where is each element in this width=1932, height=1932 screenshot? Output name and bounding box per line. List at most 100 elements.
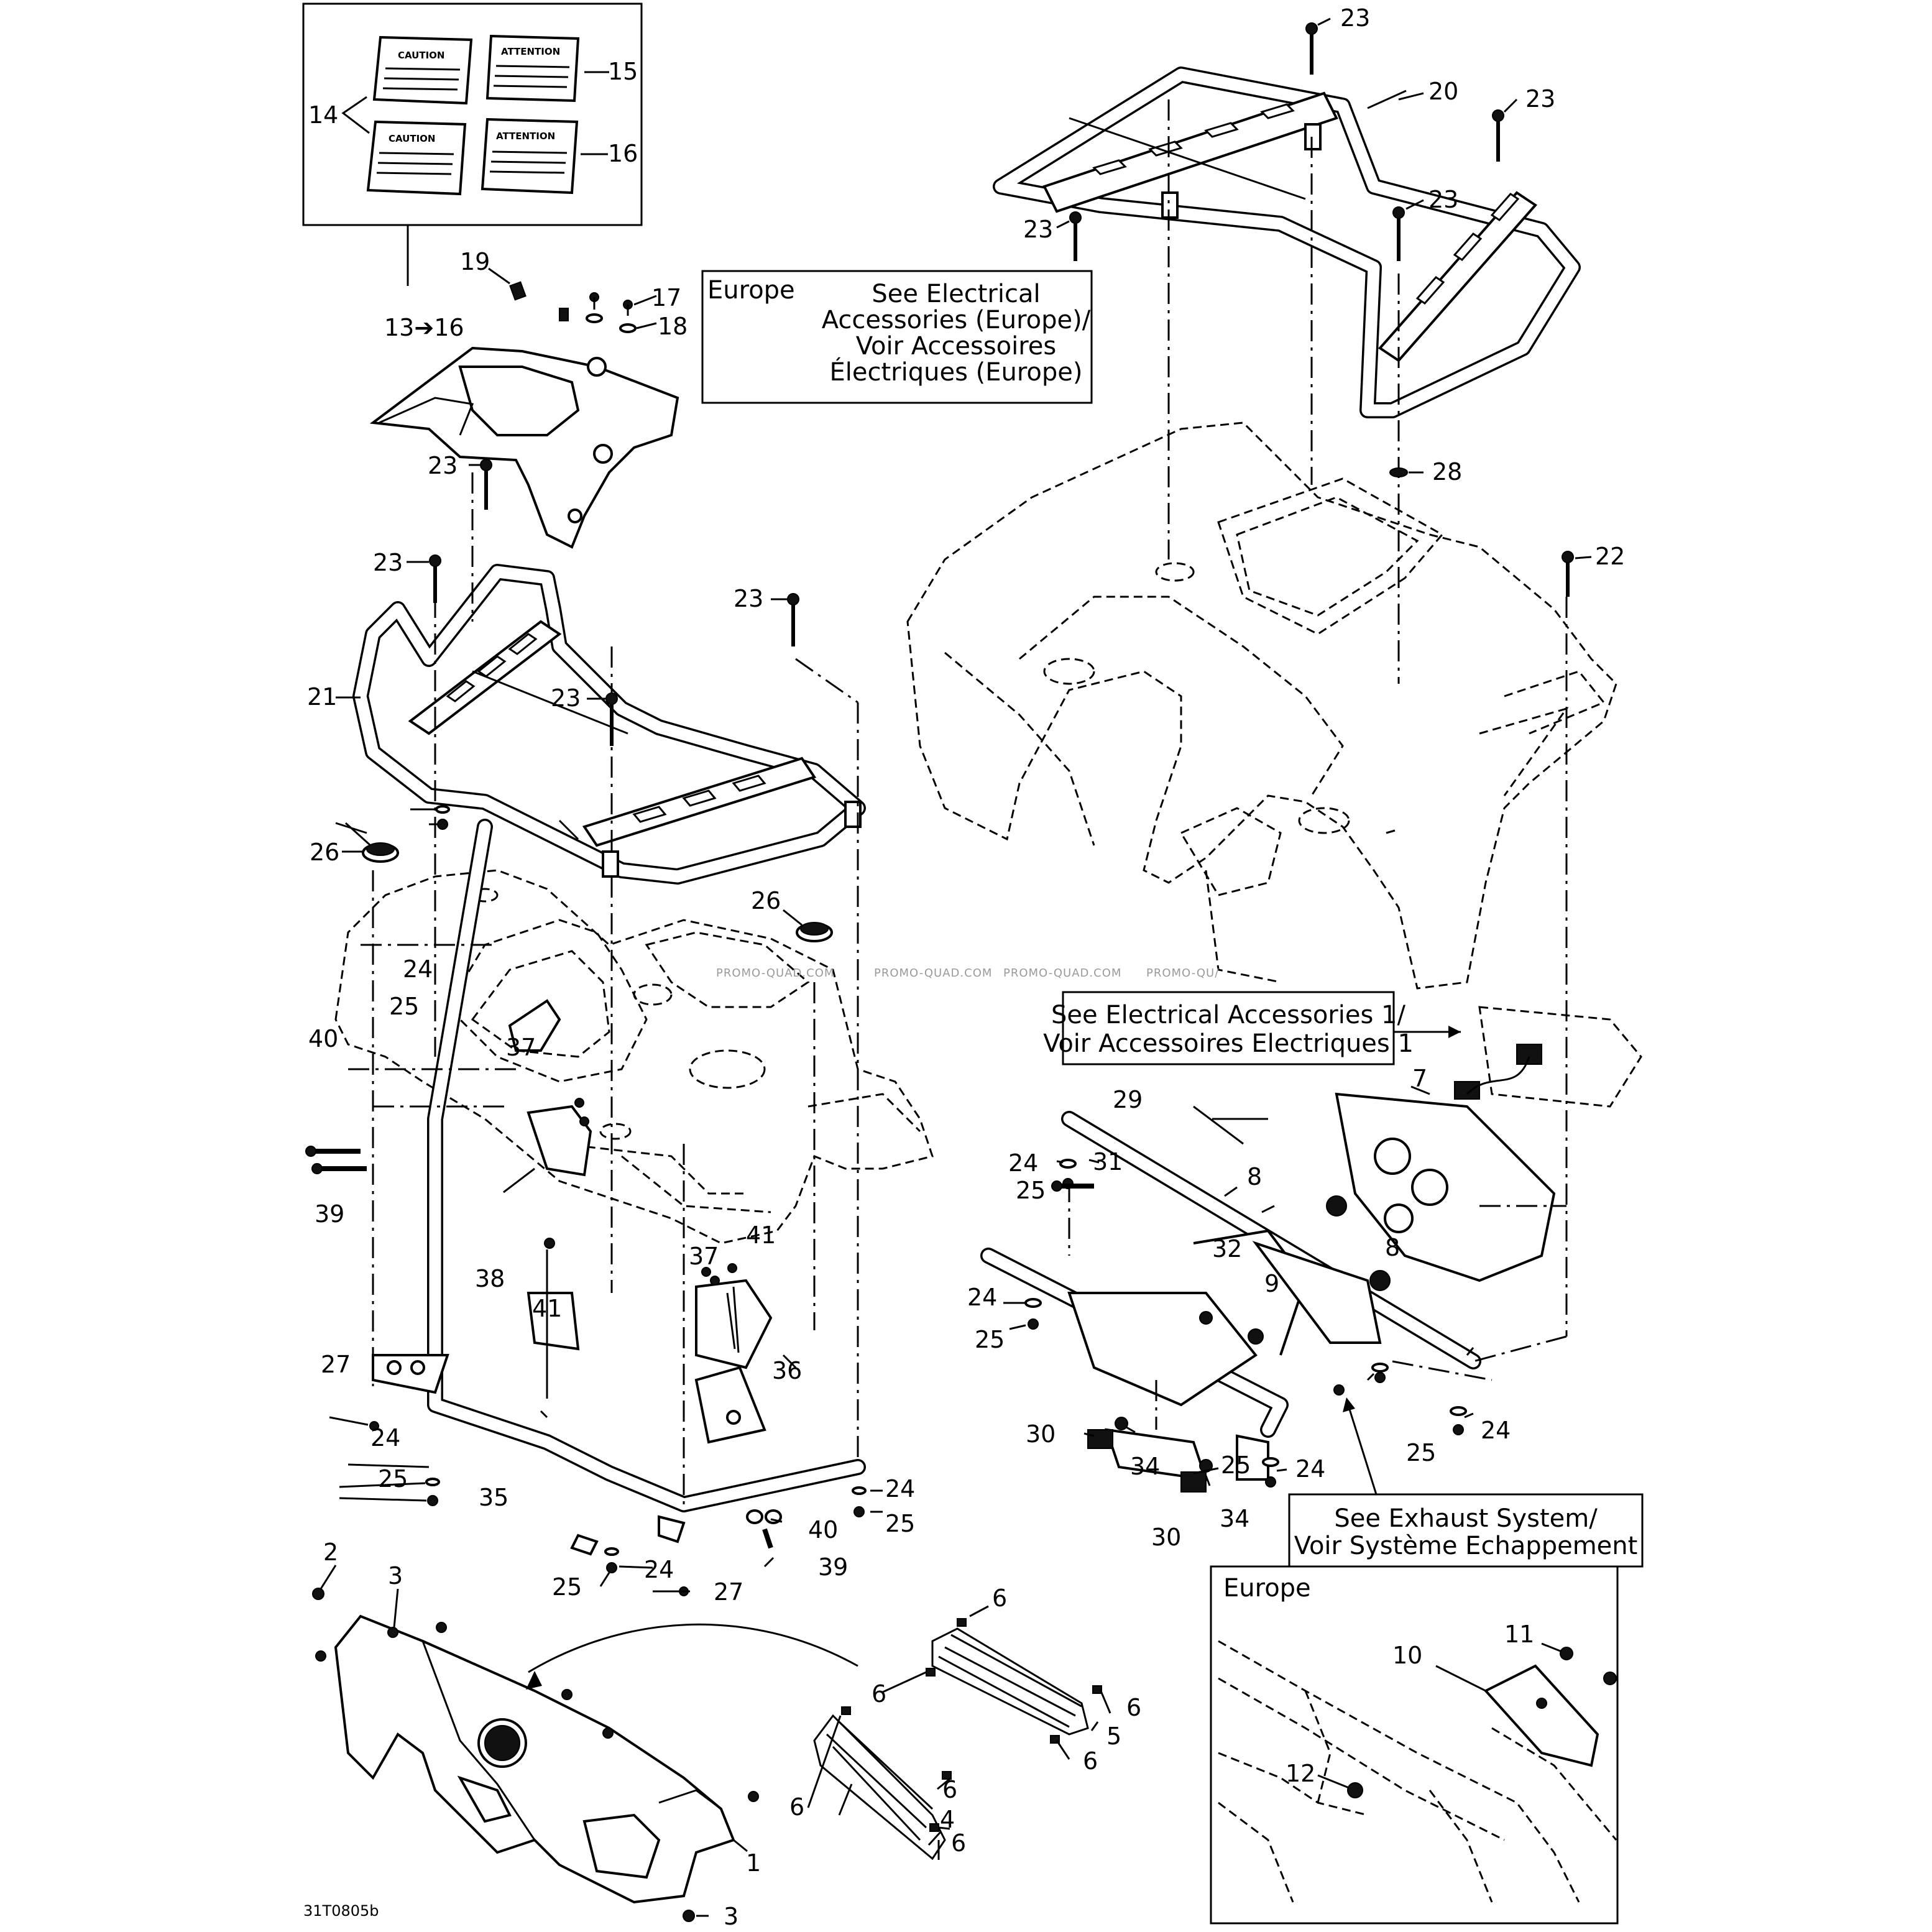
callout-25: 25 (975, 1326, 1005, 1353)
callout-5: 5 (1106, 1723, 1121, 1750)
callout-13-16: 13➔16 (384, 314, 464, 341)
grommet-26-right (796, 922, 833, 942)
bolt-23-front-left (429, 554, 441, 603)
callout-6: 6 (951, 1829, 966, 1857)
callout-11: 11 (1504, 1621, 1534, 1648)
callout-6: 6 (872, 1680, 886, 1708)
decal-set: CAUTION ATTENTION CAUTION ATTENTION (302, 2, 643, 286)
drawing-code: 31T0805b (303, 1902, 379, 1920)
tail-light (1326, 1006, 1642, 1291)
callout-27: 27 (321, 1351, 351, 1378)
decal-text-lines (376, 65, 570, 175)
callout-25: 25 (1016, 1177, 1046, 1204)
svg-text:ATTENTION: ATTENTION (496, 131, 555, 142)
license-plate-bracket (1483, 1664, 1599, 1767)
callout-24: 24 (403, 955, 433, 983)
callout-34: 34 (1130, 1453, 1160, 1480)
decal-attention-bottom: ATTENTION (481, 117, 579, 195)
bolt-23-rack-mid (1392, 206, 1405, 261)
alignment-lines (348, 99, 1568, 1504)
callout-23: 23 (1428, 186, 1458, 213)
rear-rack (993, 67, 1581, 418)
callout-25: 25 (389, 993, 419, 1020)
callout-23: 23 (373, 549, 403, 576)
callout-23: 23 (1023, 216, 1053, 243)
svg-text:Accessories (Europe)/: Accessories (Europe)/ (822, 306, 1091, 334)
callout-12: 12 (1286, 1760, 1315, 1787)
callout-15: 15 (608, 58, 638, 85)
callout-9: 9 (1264, 1270, 1279, 1297)
bolts-39-40 (305, 1146, 782, 1549)
callout-23: 23 (551, 684, 581, 712)
bolt-23-rack-right (1492, 109, 1504, 162)
svg-text:See Electrical Accessories 1/: See Electrical Accessories 1/ (1051, 1001, 1405, 1029)
washer-28 (1389, 467, 1408, 477)
callout-23: 23 (428, 452, 458, 479)
callout-4: 4 (940, 1806, 955, 1833)
note-europe-a: Europe (707, 276, 795, 305)
callout-41: 41 (746, 1221, 776, 1249)
callout-1: 1 (746, 1849, 761, 1877)
svg-text:See Exhaust System/: See Exhaust System/ (1334, 1504, 1598, 1533)
leader-lines (320, 17, 1592, 1917)
mesh-insert-5 (931, 1627, 1089, 1736)
callout-25: 25 (552, 1573, 582, 1601)
decal-caution-bottom: CAUTION (366, 120, 467, 196)
callout-39: 39 (315, 1200, 344, 1228)
callout-6: 6 (789, 1793, 804, 1821)
callout-20: 20 (1428, 78, 1458, 105)
callout-6: 6 (1126, 1694, 1141, 1721)
front-rack (352, 564, 866, 885)
front-bumper (372, 819, 866, 1556)
rear-fender (906, 421, 1617, 990)
note-electrical-1: See Electrical Accessories 1/ Voir Acces… (1043, 991, 1461, 1065)
callout-10: 10 (1392, 1642, 1422, 1669)
svg-text:Voir Accessoires Electriques 1: Voir Accessoires Electriques 1 (1043, 1029, 1414, 1058)
note-exhaust: See Exhaust System/ Voir Système Echappe… (1288, 1397, 1644, 1568)
callout-25: 25 (885, 1510, 915, 1537)
svg-text:ATTENTION: ATTENTION (501, 46, 560, 57)
callout-30: 30 (1151, 1524, 1181, 1551)
callout-6: 6 (992, 1585, 1007, 1612)
callout-8: 8 (1385, 1234, 1400, 1261)
svg-text:See Electrical: See Electrical (872, 280, 1040, 308)
front-grille (334, 1614, 858, 1904)
callout-17: 17 (651, 284, 681, 311)
callout-23: 23 (1525, 85, 1555, 113)
callout-14: 14 (308, 101, 338, 129)
callout-36: 36 (772, 1357, 802, 1384)
callout-6: 6 (1083, 1747, 1098, 1775)
callout-6: 6 (942, 1776, 957, 1803)
callout-38: 38 (475, 1265, 505, 1292)
note-europe-b: Europe (1223, 1574, 1311, 1603)
mesh-insert-4 (813, 1714, 946, 1861)
callout-18: 18 (658, 313, 688, 340)
callout-25: 25 (1221, 1451, 1251, 1479)
bracket-36-37-41 (527, 1098, 773, 1369)
svg-text:CAUTION: CAUTION (389, 133, 435, 144)
callout-27: 27 (714, 1578, 743, 1606)
svg-text:Voir Accessoires: Voir Accessoires (856, 332, 1057, 361)
callout-37: 37 (506, 1034, 536, 1061)
callout-26: 26 (310, 839, 339, 866)
washers-front (369, 805, 867, 1596)
svg-text:PROMO-QUAD.COM: PROMO-QUAD.COM (874, 967, 992, 980)
svg-text:CAUTION: CAUTION (398, 50, 444, 61)
callout-21: 21 (307, 683, 337, 711)
decal-attention-top: ATTENTION (485, 34, 580, 103)
rear-hardware (1024, 1159, 1467, 1493)
leader-14 (341, 96, 370, 134)
note-electrical-europe: Europe See Electrical Accessories (Europ… (701, 270, 1093, 404)
grille-screws (312, 1588, 1102, 1922)
callout-2: 2 (323, 1539, 338, 1566)
svg-text:PROMO-QU/: PROMO-QU/ (1146, 967, 1219, 980)
grommet-26-left (362, 842, 399, 863)
callout-30: 30 (1026, 1420, 1056, 1448)
callout-24: 24 (644, 1556, 674, 1583)
bolts (305, 22, 1574, 1922)
bolt-23-front-mid (605, 692, 618, 746)
europe-inset: Europe (1210, 1565, 1619, 1925)
callout-31: 31 (1093, 1148, 1123, 1175)
watermark: PROMO-QUAD.COM PROMO-QUAD.COM PROMO-QUAD… (716, 967, 1219, 980)
